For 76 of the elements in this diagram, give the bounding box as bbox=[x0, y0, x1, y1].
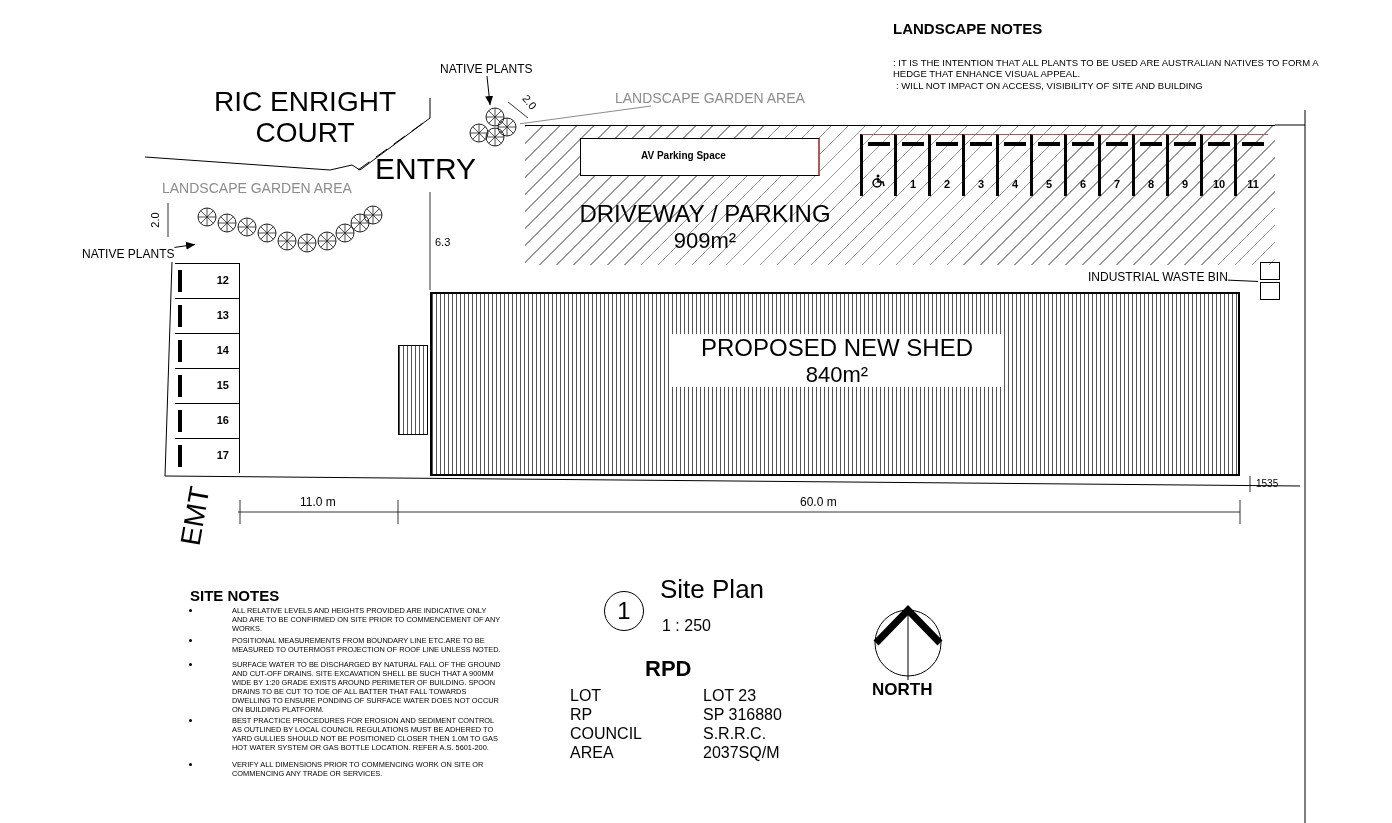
dimension-text: 2.0 bbox=[520, 92, 540, 112]
parking-bay bbox=[1064, 134, 1098, 196]
table-cell: LOT bbox=[570, 687, 602, 705]
street-name: RIC ENRIGHT COURT bbox=[213, 86, 397, 149]
parking-bay bbox=[1132, 134, 1166, 196]
bay-number: 9 bbox=[1180, 178, 1190, 190]
parking-bay bbox=[175, 333, 240, 368]
parking-bay bbox=[1234, 134, 1268, 196]
parking-bay bbox=[894, 134, 928, 196]
parking-label: AV Parking Space bbox=[641, 150, 726, 161]
table-cell: RP bbox=[570, 706, 593, 724]
entry-label: ENTRY bbox=[375, 152, 477, 186]
dimension-text: 11.0 m bbox=[300, 495, 336, 509]
parking-bay bbox=[962, 134, 996, 196]
table-cell: 2037SQ/M bbox=[703, 744, 780, 762]
dimension-text: 60.0 m bbox=[800, 495, 837, 509]
callout-text: INDUSTRIAL WASTE BIN bbox=[1088, 270, 1228, 284]
parking-space bbox=[580, 138, 820, 176]
note-text: : IT IS THE INTENTION THAT ALL PLANTS TO BE USED ARE AUSTRALIAN NATIVES TO FORM A HEDGE THAT ENHANCE VISUAL APPEAL. bbox=[893, 57, 1320, 80]
area-label: PROPOSED NEW SHED bbox=[672, 334, 1002, 362]
bay-number: 5 bbox=[1044, 178, 1054, 190]
bay-number: 10 bbox=[1211, 178, 1227, 190]
parking-bay bbox=[175, 368, 240, 403]
parking-bay bbox=[175, 298, 240, 333]
drawing-title: Site Plan bbox=[660, 574, 765, 605]
bay-number: 17 bbox=[216, 449, 229, 461]
bay-number: 6 bbox=[1078, 178, 1088, 190]
table-heading: RPD bbox=[645, 656, 692, 682]
bay-number: 15 bbox=[216, 379, 229, 391]
area-label: DRIVEWAY / PARKING bbox=[578, 200, 832, 228]
bay-number: 4 bbox=[1010, 178, 1020, 190]
table-cell: SP 316880 bbox=[703, 706, 782, 724]
area-label: LANDSCAPE GARDEN AREA bbox=[162, 180, 352, 196]
bay-number: 7 bbox=[1112, 178, 1122, 190]
bay-number: 12 bbox=[216, 274, 229, 286]
leader-line bbox=[1227, 279, 1259, 282]
parking-bay bbox=[175, 438, 240, 473]
callout-text: LANDSCAPE GARDEN AREA bbox=[615, 90, 805, 106]
dimension-text: 6.3 bbox=[435, 236, 451, 248]
area-label: 909m² bbox=[672, 227, 738, 253]
parking-bay bbox=[860, 134, 894, 196]
shed-annex bbox=[398, 345, 428, 435]
shed-building bbox=[430, 292, 1240, 476]
scale-text: 1 : 250 bbox=[662, 617, 711, 635]
callout-text: NATIVE PLANTS bbox=[82, 247, 175, 261]
callout-text: NATIVE PLANTS bbox=[440, 62, 533, 76]
notes-heading: LANDSCAPE NOTES bbox=[893, 20, 1043, 37]
bay-number: 3 bbox=[976, 178, 986, 190]
bay-number: 2 bbox=[942, 178, 952, 190]
parking-bay bbox=[1200, 134, 1234, 196]
leader-line bbox=[519, 105, 652, 125]
table-cell: AREA bbox=[570, 744, 614, 762]
table-cell: COUNCIL bbox=[570, 725, 642, 743]
area-label: 840m² bbox=[672, 361, 1002, 387]
parking-bay bbox=[996, 134, 1030, 196]
waste-bin bbox=[1258, 262, 1282, 302]
note-text: : WILL NOT IMPACT ON ACCESS, VISIBILITY OF SITE AND BUILDING bbox=[896, 80, 1204, 92]
easement-label: EMT bbox=[174, 484, 217, 548]
leader-line bbox=[173, 241, 196, 250]
bay-number: 14 bbox=[216, 344, 229, 356]
dimension-text: 2.0 bbox=[148, 212, 161, 228]
leader-line bbox=[485, 75, 494, 106]
bay-number: 8 bbox=[1146, 178, 1156, 190]
notes-heading: SITE NOTES bbox=[190, 587, 280, 604]
bay-number: 1 bbox=[908, 178, 918, 190]
parking-bay bbox=[175, 263, 240, 298]
bay-number: 16 bbox=[216, 414, 229, 426]
table-cell: S.R.R.C. bbox=[703, 725, 767, 743]
parking-bay bbox=[175, 403, 240, 438]
parking-bay bbox=[1098, 134, 1132, 196]
bay-number: 13 bbox=[216, 309, 229, 321]
table-cell: LOT 23 bbox=[703, 687, 757, 705]
bay-number: 11 bbox=[1246, 178, 1260, 190]
parking-bay bbox=[1030, 134, 1064, 196]
parking-bay bbox=[1166, 134, 1200, 196]
parking-bay bbox=[928, 134, 962, 196]
